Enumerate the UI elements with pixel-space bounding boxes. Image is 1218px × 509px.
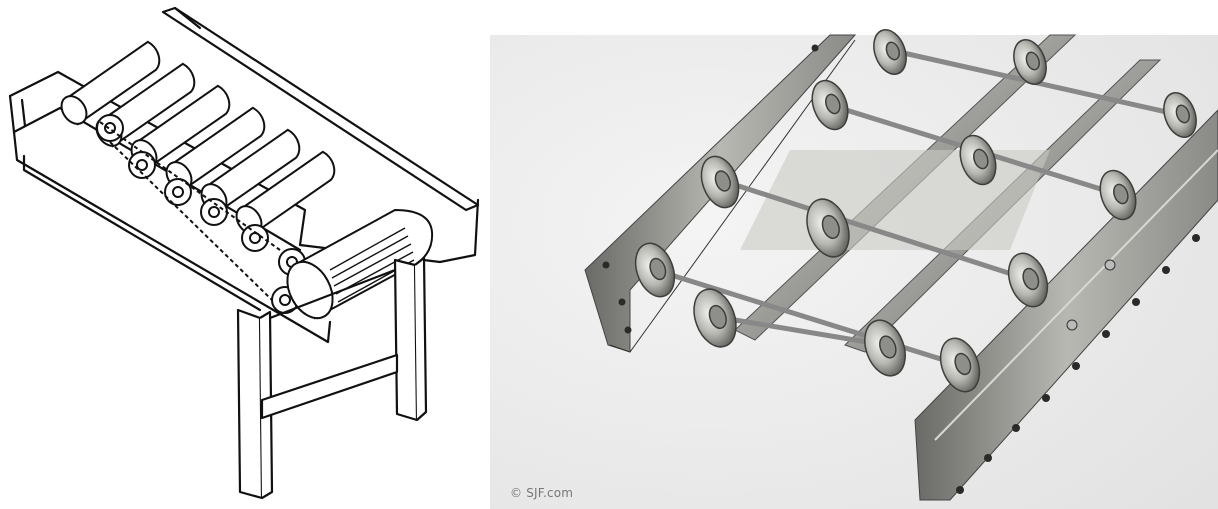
skate-wheel bbox=[1163, 92, 1197, 138]
sprocket bbox=[164, 178, 192, 206]
skate-wheel bbox=[700, 155, 740, 209]
sprocket bbox=[128, 151, 156, 179]
skate-wheel bbox=[811, 79, 849, 131]
skate-wheel bbox=[864, 319, 906, 377]
roller-conveyor-illustration bbox=[8, 6, 480, 500]
drive-chain bbox=[99, 121, 281, 301]
skate-wheel bbox=[939, 337, 981, 393]
skate-wheel bbox=[1099, 169, 1137, 221]
skate-wheel bbox=[959, 134, 997, 186]
copyright-watermark: © SJF.com bbox=[510, 486, 574, 500]
skatewheel-conveyor-image bbox=[490, 0, 1218, 509]
skate-wheel bbox=[873, 29, 907, 75]
sprocket bbox=[241, 224, 269, 252]
roller-conveyor-drawing bbox=[0, 0, 490, 509]
skate-wheel bbox=[1013, 39, 1047, 85]
sprocket bbox=[200, 198, 228, 226]
skate-wheel bbox=[1007, 252, 1049, 308]
roller bbox=[60, 40, 161, 126]
sprocket bbox=[96, 114, 124, 142]
skatewheel-conveyor-photo: © SJF.com bbox=[490, 0, 1218, 509]
skate-wheel bbox=[806, 198, 850, 258]
skate-wheel bbox=[693, 288, 737, 348]
skate-wheel bbox=[634, 242, 676, 298]
